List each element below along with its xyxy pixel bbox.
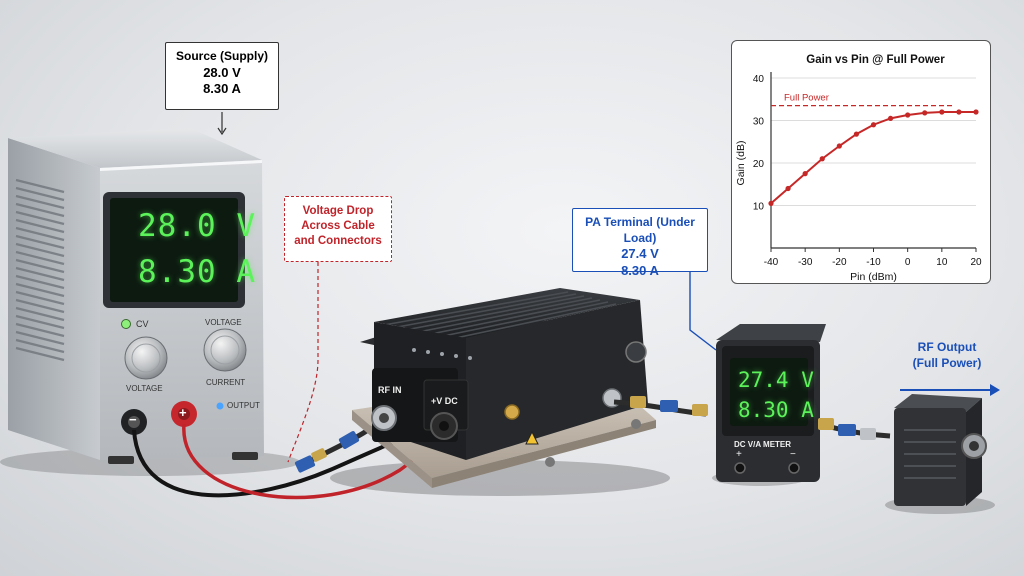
chart-xtick-label: -10 — [866, 257, 881, 268]
chart-xtick-label: -20 — [832, 257, 847, 268]
psu-display-voltage: 28.0 V — [138, 208, 256, 244]
source-callout-current: 8.30 A — [203, 81, 241, 97]
chart-point — [905, 112, 911, 118]
chart-point — [802, 171, 808, 177]
rf-output-line2: (Full Power) — [912, 355, 982, 370]
chart-ytick-label: 40 — [753, 74, 765, 85]
gain-chart-svg: Gain vs Pin @ Full Power 10 20 30 40 -40 -30 -2… — [735, 54, 982, 283]
chart-point — [973, 109, 979, 115]
rf-output-line1: RF Output — [917, 340, 977, 354]
meter-label: DC V/A METER — [734, 440, 792, 449]
psu-voltage-knob-label: VOLTAGE — [126, 384, 163, 393]
chart-xlabel: Pin (dBm) — [850, 271, 897, 283]
psu-output-label: OUTPUT — [227, 401, 260, 410]
gain-chart-panel: Gain vs Pin @ Full Power 10 20 30 40 -40 -30 -2… — [731, 40, 991, 284]
voltage-drop-callout: Voltage Drop Across Cable and Connectors — [284, 196, 392, 262]
voltage-drop-line1: Voltage Drop — [302, 205, 374, 217]
chart-point — [853, 131, 860, 137]
chart-point — [956, 109, 962, 115]
voltage-drop-line3: and Connectors — [294, 234, 382, 247]
pa-terminal-callout: PA Terminal (Under Load) 27.4 V 8.30 A — [572, 208, 708, 278]
chart-ytick-label: 30 — [753, 117, 765, 128]
psu-voltage-top-label: VOLTAGE — [205, 318, 242, 327]
psu-display-current: 8.30 A — [138, 254, 256, 290]
pa-terminal-voltage: 27.4 V — [621, 246, 659, 262]
pa-terminal-current: 8.30 A — [621, 263, 659, 279]
source-callout-voltage: 28.0 V — [203, 64, 241, 80]
meter-minus-label: − — [790, 449, 796, 460]
rf-output-callout: RF Output (Full Power) — [904, 340, 990, 382]
amp-rf-in-label: RF IN — [378, 385, 402, 395]
chart-ytick-label: 10 — [753, 202, 765, 213]
amp-dc-label: +V DC — [431, 396, 458, 406]
chart-point — [887, 115, 894, 121]
chart-point — [768, 200, 774, 206]
chart-xtick-label: -40 — [764, 257, 779, 268]
psu-plus-label: + — [179, 405, 187, 420]
chart-xtick-label: -30 — [798, 257, 813, 268]
chart-point — [819, 156, 825, 162]
chart-xtick-label: 10 — [936, 257, 948, 268]
psu-minus-label: − — [129, 412, 137, 427]
meter-display-voltage: 27.4 V — [738, 368, 814, 392]
chart-point — [922, 110, 928, 116]
chart-xtick-label: 20 — [970, 257, 982, 268]
psu-current-knob-label: CURRENT — [206, 378, 246, 387]
chart-point — [836, 143, 842, 149]
chart-xtick-label: 0 — [905, 257, 911, 268]
source-callout: Source (Supply) 28.0 V 8.30 A — [165, 42, 279, 110]
source-callout-title: Source (Supply) — [175, 49, 268, 63]
chart-ytick-label: 20 — [753, 159, 765, 170]
pa-terminal-title: PA Terminal (Under Load) — [585, 215, 695, 245]
chart-point — [785, 185, 791, 192]
chart-reference-label: Full Power — [784, 93, 829, 104]
voltage-drop-line2: Across Cable — [301, 219, 375, 232]
meter-plus-label: + — [736, 449, 742, 460]
chart-title: Gain vs Pin @ Full Power — [806, 54, 945, 66]
psu-cv-label: CV — [136, 319, 149, 329]
chart-point — [870, 122, 877, 128]
meter-display-current: 8.30 A — [738, 398, 814, 422]
chart-ylabel: Gain (dB) — [735, 141, 747, 186]
chart-point — [939, 109, 945, 115]
